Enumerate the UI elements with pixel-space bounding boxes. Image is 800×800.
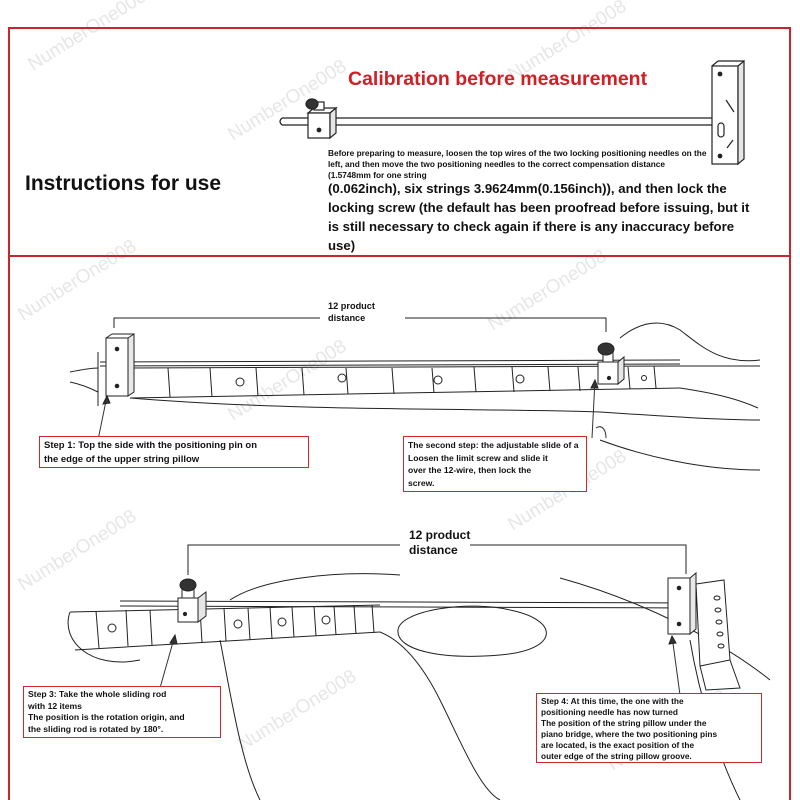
calibration-tool: [279, 59, 745, 166]
step-4-line6: outer edge of the string pillow groove.: [541, 751, 692, 761]
distance-label-top-line1: 12 product: [328, 301, 375, 311]
step-3-callout: Step 3: Take the whole sliding rod with …: [23, 686, 221, 738]
step-2-line4: screw.: [408, 477, 435, 488]
step-1-line1: Step 1: Top the side with the positionin…: [44, 440, 258, 451]
distance-label-top-line2: distance: [328, 313, 366, 323]
step-4-line3: The position of the string pillow under …: [541, 718, 707, 728]
step-2-line2: Loosen the limit screw and slide it: [408, 452, 548, 463]
step-4-line5: are located, is the exact position of th…: [541, 740, 695, 750]
instructions-text-large: (0.062inch), six strings 3.9624mm(0.156i…: [328, 181, 750, 253]
distance-label-bottom-line1: 12 product: [409, 528, 471, 542]
step-1-line2: the edge of the upper string pillow: [44, 454, 200, 465]
step-2-line3: over the 12-wire, then lock the: [408, 465, 532, 475]
distance-label-bottom: 12 product distance: [409, 528, 470, 558]
frame-left: [8, 255, 10, 800]
step-1-callout: Step 1: Top the side with the positionin…: [39, 436, 309, 468]
frame-right: [789, 255, 791, 800]
step-3-line3: The position is the rotation origin, and: [28, 712, 185, 722]
step-2-callout: The second step: the adjustable slide of…: [403, 436, 587, 492]
step-4-line2: positioning needle has now turned: [541, 707, 678, 717]
instructions-text-small: Before preparing to measure, loosen the …: [328, 148, 707, 180]
step-4-line4: piano bridge, where the two positioning …: [541, 729, 718, 739]
step-4-line1: Step 4: At this time, the one with the: [541, 696, 684, 706]
page-title: Calibration before measurement: [348, 68, 648, 90]
distance-label-bottom-line2: distance: [409, 543, 458, 557]
distance-label-top: 12 product distance: [328, 300, 375, 324]
step-3-line4: the sliding rod is rotated by 180°.: [28, 723, 164, 734]
top-frame: [8, 27, 791, 255]
step-3-line1: Step 3: Take the whole sliding rod: [28, 689, 167, 699]
guitar-neck-top: [69, 317, 761, 471]
section-divider: [8, 255, 791, 257]
step-4-callout: Step 4: At this time, the one with the p…: [536, 693, 762, 763]
step-3-line2: with 12 items: [28, 700, 82, 711]
instructions-heading: Instructions for use: [25, 172, 222, 195]
step-2-line1: The second step: the adjustable slide of…: [408, 440, 579, 450]
guitar-body-bottom: [67, 544, 771, 800]
